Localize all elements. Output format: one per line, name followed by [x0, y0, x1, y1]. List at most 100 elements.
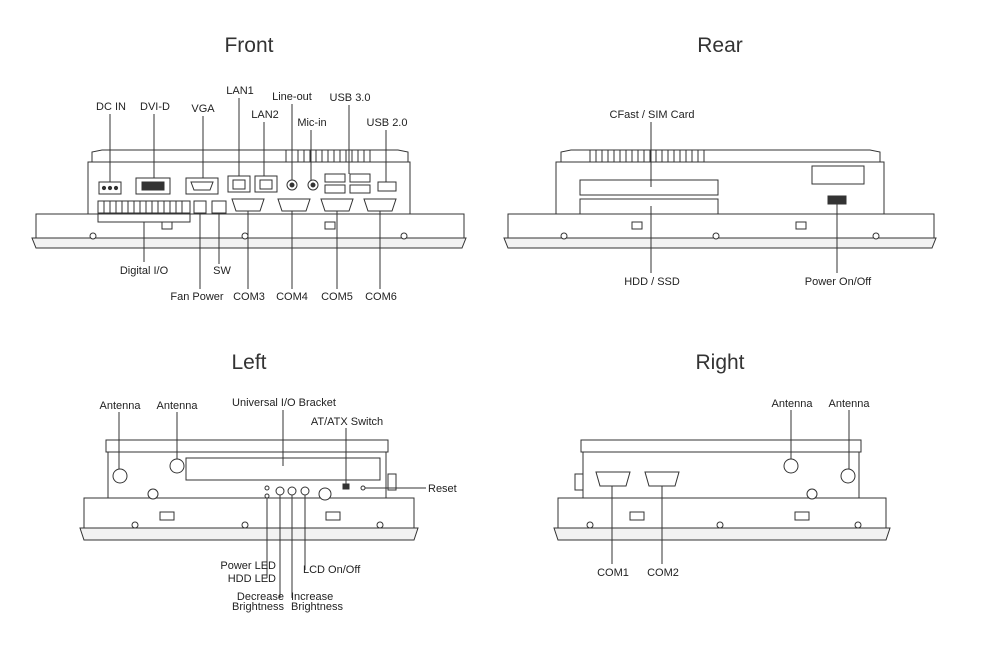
usb3-port — [349, 184, 371, 194]
com5-label: COM5 — [321, 291, 353, 303]
right-antenna-2-label: Antenna — [829, 398, 871, 410]
rear-bezel — [507, 213, 935, 239]
com1-label: COM1 — [597, 567, 629, 579]
screw-icon — [854, 521, 862, 529]
vent-icon — [147, 488, 159, 500]
universal-io-label: Universal I/O Bracket — [232, 397, 336, 409]
rear-leader-lines — [650, 122, 838, 273]
cfast-sim-slot — [579, 179, 719, 196]
com1-port — [595, 471, 631, 487]
usb2-port — [377, 181, 397, 192]
side-tab-icon — [387, 473, 397, 491]
usb2-label: USB 2.0 — [367, 117, 408, 129]
reset-label: Reset — [428, 483, 457, 495]
com3-port — [231, 198, 265, 212]
screw-icon — [400, 232, 408, 240]
front-bezel — [35, 213, 465, 239]
screw-icon — [712, 232, 720, 240]
lcd-onoff-label: LCD On/Off — [303, 564, 361, 576]
increase-label-1: Increase — [291, 591, 333, 603]
screw-icon — [586, 521, 594, 529]
left-leader-lines — [118, 410, 426, 598]
dc-in-label: DC IN — [96, 101, 126, 113]
front-bezel-edge — [31, 237, 467, 249]
screw-icon — [89, 232, 97, 240]
screw-icon — [241, 232, 249, 240]
fan-power-connector — [193, 200, 207, 214]
screw-icon — [131, 521, 139, 529]
vga-shell-icon — [190, 181, 214, 191]
side-tab-icon — [574, 473, 584, 491]
com4-port — [277, 198, 311, 212]
left-view: Antenna Antenna Universal I/O Bracket AT… — [79, 397, 457, 613]
screw-icon — [376, 521, 384, 529]
dvi-pins-icon — [141, 181, 165, 191]
usb3-port — [324, 184, 346, 194]
rear-title: Rear — [697, 34, 743, 57]
slot-icon — [629, 511, 645, 521]
com6-label: COM6 — [365, 291, 397, 303]
front-heatsink — [91, 149, 409, 163]
terminal-pins-icon — [103, 201, 183, 213]
at-atx-label: AT/ATX Switch — [311, 416, 383, 428]
digital-io-label: Digital I/O — [120, 265, 169, 277]
left-bezel-edge — [79, 527, 419, 541]
right-title: Right — [695, 351, 744, 374]
power-led — [264, 485, 270, 491]
right-antenna-1-label: Antenna — [772, 398, 814, 410]
left-bezel — [83, 497, 415, 529]
power-onoff-label: Power On/Off — [805, 276, 872, 288]
jack-hole-icon — [289, 182, 295, 188]
at-atx-switch — [342, 483, 350, 490]
pin-icon — [101, 185, 107, 191]
power-led-label: Power LED — [220, 560, 276, 572]
vga-label: VGA — [191, 103, 215, 115]
ground-screw-icon — [318, 487, 332, 501]
com4-label: COM4 — [276, 291, 308, 303]
antenna-2-connector — [169, 458, 185, 474]
line-out-label: Line-out — [272, 91, 312, 103]
com2-port — [644, 471, 680, 487]
rear-view: CFast / SIM Card HDD / SSD Power On/Off — [503, 109, 937, 288]
sw-connector — [211, 200, 227, 214]
slot-icon — [325, 511, 341, 521]
decrease-label-2: Brightness — [232, 601, 284, 613]
mic-in-label: Mic-in — [297, 117, 326, 129]
rear-fins — [589, 150, 705, 162]
hdd-led-label: HDD LED — [228, 573, 276, 585]
decrease-label-1: Decrease — [237, 591, 284, 603]
left-title: Left — [231, 351, 266, 374]
front-leader-lines — [97, 98, 387, 289]
jack-hole-icon — [310, 182, 316, 188]
screw-icon — [241, 521, 249, 529]
slot-icon — [631, 221, 643, 230]
dvi-d-label: DVI-D — [140, 101, 170, 113]
slot-icon — [159, 511, 175, 521]
right-view: Antenna Antenna COM1 COM2 — [553, 398, 891, 579]
lan1-label: LAN1 — [226, 85, 254, 97]
right-bezel-edge — [553, 527, 891, 541]
increase-brightness-button — [287, 486, 297, 496]
usb3-label: USB 3.0 — [330, 92, 371, 104]
sw-label: SW — [213, 265, 231, 277]
antenna-2-connector — [840, 468, 856, 484]
com3-label: COM3 — [233, 291, 265, 303]
hdd-led — [264, 493, 270, 499]
lcd-onoff-button — [300, 486, 310, 496]
usb3-port — [324, 173, 346, 183]
pin-icon — [107, 185, 113, 191]
slot-icon — [161, 221, 173, 230]
antenna-1-connector — [112, 468, 128, 484]
front-fins — [285, 150, 371, 162]
right-top-plate — [580, 439, 862, 453]
pin-icon — [113, 185, 119, 191]
screw-icon — [872, 232, 880, 240]
front-title: Front — [224, 34, 273, 57]
com2-label: COM2 — [647, 567, 679, 579]
usb3-port — [349, 173, 371, 183]
screw-icon — [560, 232, 568, 240]
vent-icon — [806, 488, 818, 500]
digital-io-terminal — [97, 200, 191, 214]
slot-icon — [794, 511, 810, 521]
